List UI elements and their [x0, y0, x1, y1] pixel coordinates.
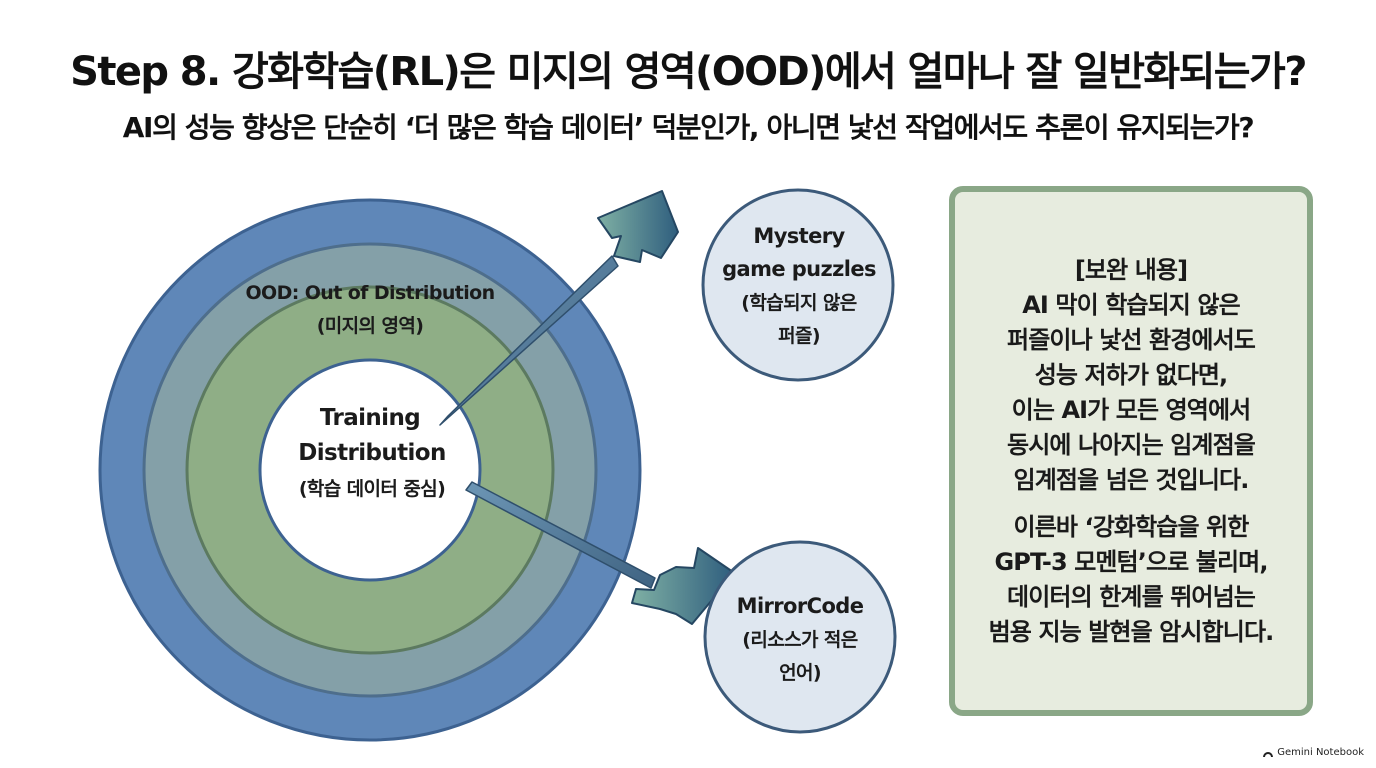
task-mirrorcode-line3: 언어): [779, 662, 821, 684]
ood-label: OOD: Out of Distribution: [245, 282, 494, 304]
watermark: Gemini Notebook: [1263, 747, 1364, 758]
note-heading: [보완 내용]: [1074, 255, 1188, 284]
note-line: 동시에 나아지는 임계점을: [1007, 430, 1256, 459]
task-mystery-line4: 퍼즐): [778, 325, 820, 347]
note-line: 이른바 ‘강화학습을 위한: [1013, 512, 1250, 541]
note-line: AI 막이 학습되지 않은: [1022, 290, 1240, 319]
center-label-line1: Training: [320, 405, 420, 431]
note-line: 임계점을 넘은 것입니다.: [1013, 465, 1250, 494]
note-line: 데이터의 한계를 뛰어넘는: [1007, 582, 1256, 611]
note-paragraph: [보완 내용] AI 막이 학습되지 않은 퍼즐이나 낯선 환경에서도 성능 저…: [1007, 253, 1256, 498]
note-line: 성능 저하가 없다면,: [1034, 360, 1228, 389]
center-label-line3: (학습 데이터 중심): [299, 478, 445, 500]
bullseye: [258, 358, 482, 582]
arrow-down-icon: [465, 481, 734, 625]
task-bubble-mirrorcode: MirrorCode (리소스가 적은 언어): [703, 540, 897, 734]
note-paragraph: 이른바 ‘강화학습을 위한 GPT-3 모멘텀’으로 불리며, 데이터의 한계를…: [988, 510, 1275, 650]
task-bubble-mystery: Mystery game puzzles (학습되지 않은 퍼즐): [701, 188, 895, 382]
center-label-line2: Distribution: [298, 440, 446, 466]
ood-sublabel: (미지의 영역): [317, 315, 424, 337]
note-box: [보완 내용] AI 막이 학습되지 않은 퍼즐이나 낯선 환경에서도 성능 저…: [949, 186, 1313, 716]
task-mystery-line2: game puzzles: [722, 257, 876, 281]
note-line: 이는 AI가 모든 영역에서: [1011, 395, 1252, 424]
watermark-label: Gemini Notebook: [1277, 747, 1364, 758]
page-title: Step 8. 강화학습(RL)은 미지의 영역(OOD)에서 얼마나 잘 일반…: [70, 49, 1307, 95]
note-line: 범용 지능 발현을 암시합니다.: [988, 617, 1275, 646]
task-mirrorcode-line2: (리소스가 적은: [742, 629, 857, 651]
task-mystery-line1: Mystery: [753, 224, 845, 248]
note-line: GPT-3 모멘텀’으로 불리며,: [994, 547, 1268, 576]
task-mystery-line3: (학습되지 않은: [741, 292, 856, 314]
notebook-logo-icon: [1263, 751, 1274, 757]
note-line: 퍼즐이나 낯선 환경에서도: [1007, 325, 1256, 354]
arrow-up-icon: [439, 190, 679, 426]
task-mirrorcode-line1: MirrorCode: [737, 594, 864, 618]
page-subtitle: AI의 성능 향상은 단순히 ‘더 많은 학습 데이터’ 덕분인가, 아니면 낯…: [122, 111, 1255, 144]
